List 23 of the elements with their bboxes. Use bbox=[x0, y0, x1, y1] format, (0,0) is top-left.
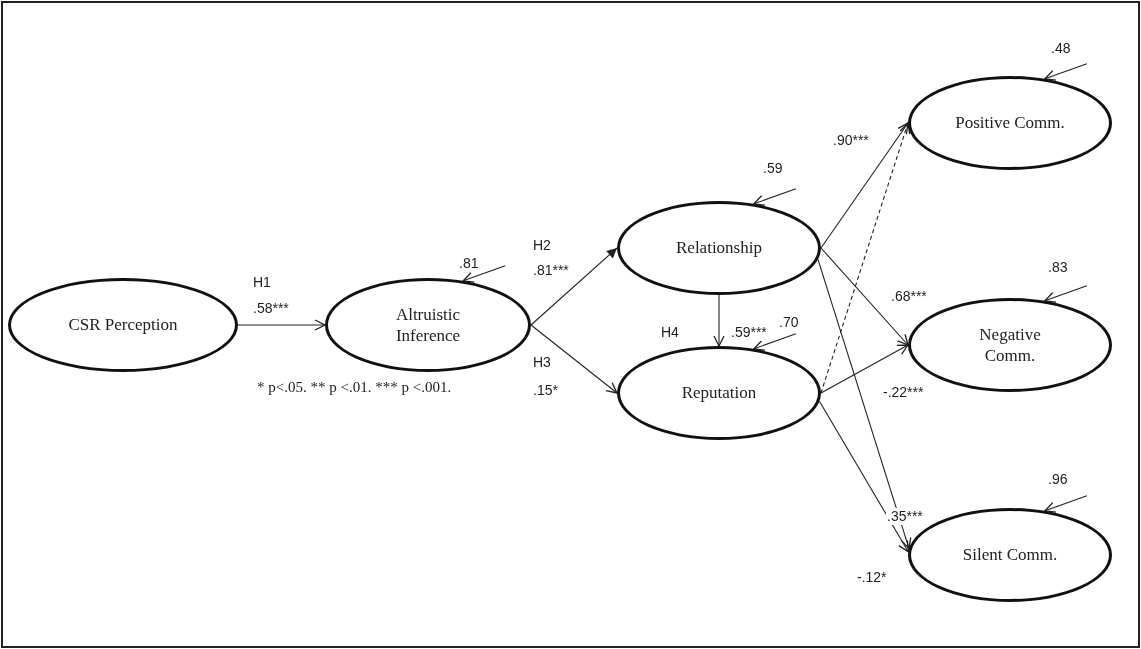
variable-name: Altruistic Inference bbox=[394, 303, 462, 347]
variable-name: CSR Perception bbox=[68, 314, 178, 336]
variable-name: Negative Comm. bbox=[978, 323, 1042, 367]
error-term-arrow bbox=[1044, 285, 1088, 303]
path-coefficient: .35*** bbox=[886, 508, 924, 525]
error-term-arrow bbox=[753, 188, 797, 206]
path-arrow bbox=[530, 324, 618, 394]
variable-name: Reputation bbox=[681, 382, 757, 404]
variable-name: Silent Comm. bbox=[962, 544, 1058, 566]
path-arrow bbox=[820, 344, 909, 394]
path-arrow bbox=[237, 319, 326, 331]
error-term-arrow bbox=[1044, 63, 1088, 81]
variable-name: Positive Comm. bbox=[955, 112, 1065, 134]
error-term-arrow bbox=[1044, 495, 1088, 513]
path-arrow bbox=[820, 247, 909, 346]
path-coefficient: .59*** bbox=[730, 324, 768, 341]
path-arrow bbox=[530, 247, 618, 326]
dashed-path-arrow bbox=[820, 122, 911, 394]
path-arrow bbox=[713, 294, 725, 347]
variable-name: Relationship bbox=[676, 237, 762, 259]
path-arrow bbox=[820, 122, 909, 249]
error-term-arrow bbox=[753, 333, 797, 351]
path-arrow bbox=[818, 400, 909, 553]
